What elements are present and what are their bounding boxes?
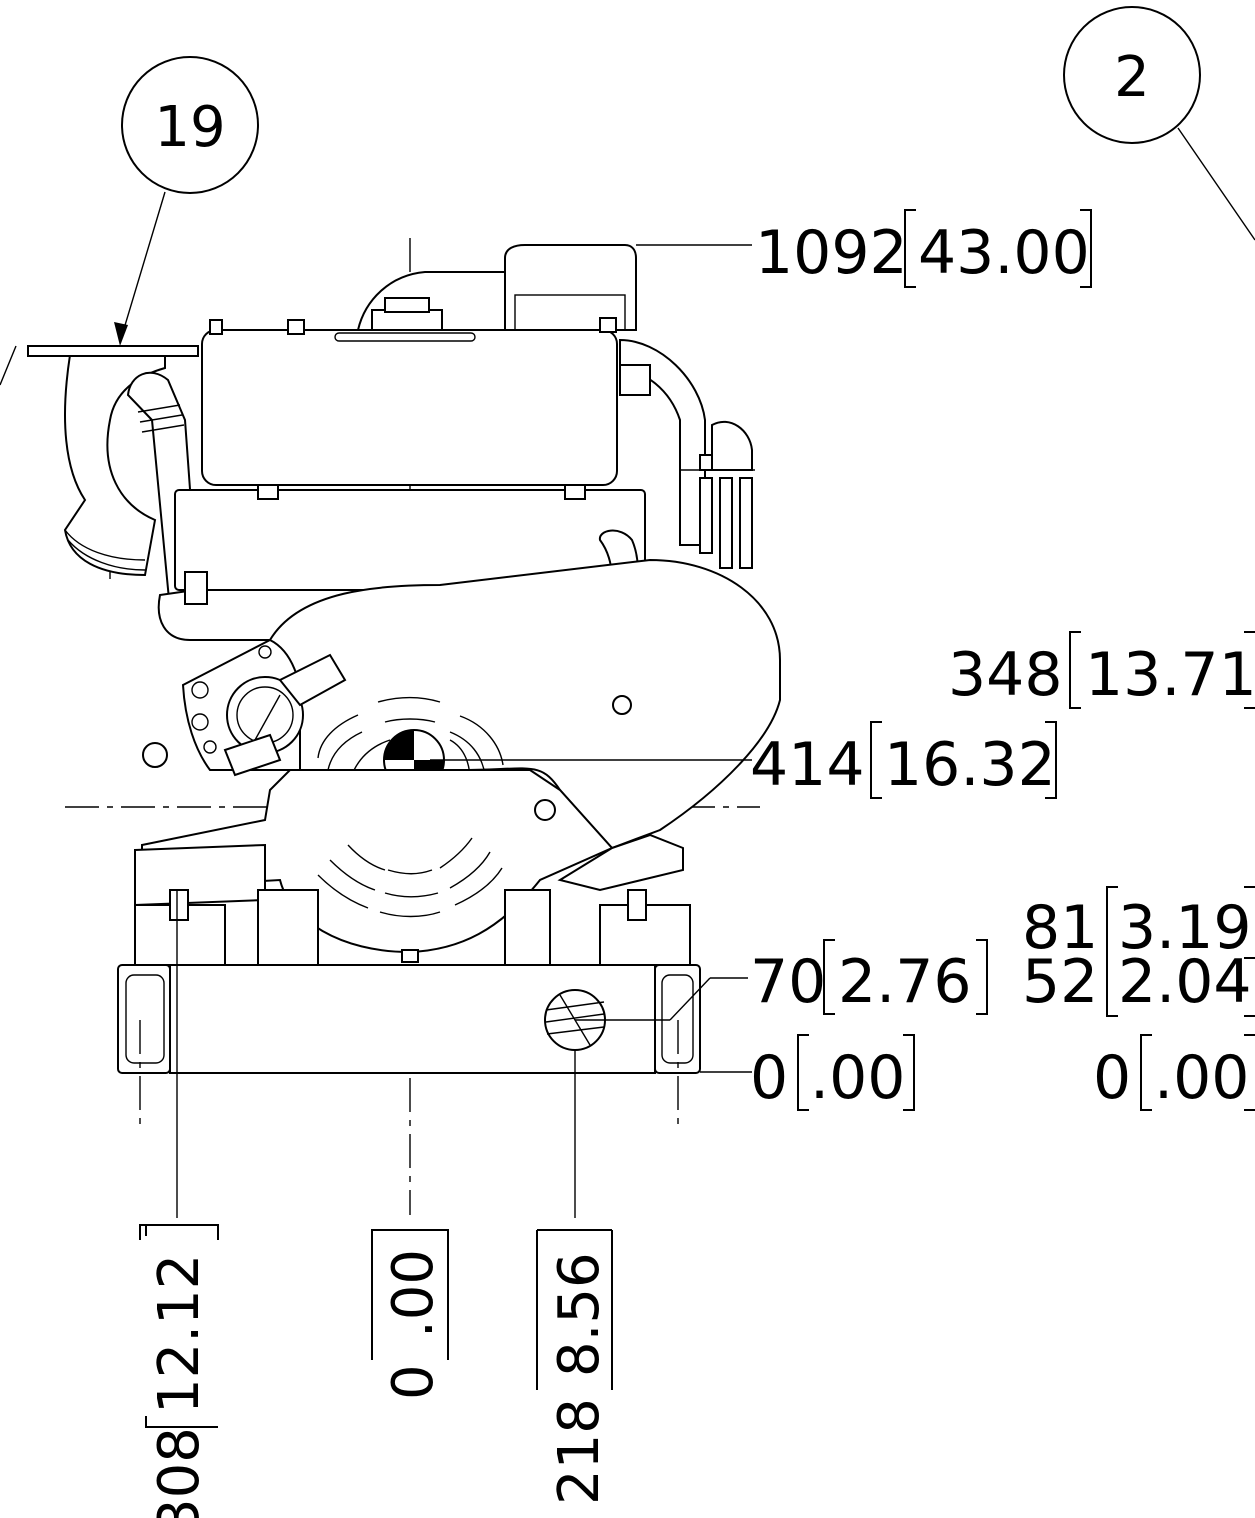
upper-tank [201,329,618,486]
dimension-414: 414 16.32 [750,721,1057,800]
dimension-348: 348 13.71 [948,631,1255,710]
balloon-19: 19 [114,56,259,346]
dimension-base-zero: 0 .00 [750,1034,915,1113]
svg-text:348: 348 [948,640,1063,710]
svg-text:.00: .00 [1154,1043,1249,1113]
svg-text:52: 52 [1022,947,1098,1017]
dimension-1092: 1092 43.00 [755,209,1092,288]
air-intake-elbow [63,354,166,577]
svg-text:0: 0 [1093,1043,1131,1113]
engine-outline [0,244,781,1125]
svg-text:70: 70 [750,947,826,1017]
svg-text:0: 0 [750,1043,788,1113]
svg-text:12.12: 12.12 [147,1254,212,1414]
base-rail-left [117,964,171,1074]
dimension-leaders [176,244,752,1218]
svg-text:2.76: 2.76 [838,947,972,1017]
dimension-52: 52 2.04 [1022,947,1255,1017]
balloon-2: 2 [1063,6,1255,241]
svg-text:218: 218 [547,1398,612,1505]
svg-text:3.19: 3.19 [1118,893,1252,963]
svg-text:.00: .00 [381,1249,446,1338]
dimension-81: 81 3.19 [1022,886,1255,963]
svg-text:81: 81 [1022,893,1098,963]
svg-text:308: 308 [147,1427,212,1518]
dimension-center-zero: 0 .00 [381,1249,446,1400]
svg-text:.00: .00 [810,1043,905,1113]
svg-text:2: 2 [1114,45,1150,110]
svg-text:13.71: 13.71 [1085,640,1255,710]
exhaust-box [504,244,637,331]
raw-water-pump [142,638,347,777]
lower-vent-slots [317,837,503,918]
svg-text:19: 19 [154,95,225,160]
svg-text:1092: 1092 [755,218,908,288]
svg-text:2.04: 2.04 [1118,947,1252,1017]
svg-text:8.56: 8.56 [547,1252,612,1377]
svg-text:0: 0 [381,1364,446,1400]
base-rail-right [654,964,701,1074]
intake-bracket [27,345,199,357]
svg-text:43.00: 43.00 [918,218,1090,288]
dimension-308: 308 12.12 [145,1224,218,1518]
svg-text:16.32: 16.32 [884,730,1056,800]
dimension-right-zero: 0 .00 [1093,1034,1255,1113]
dimension-70: 70 2.76 [750,939,988,1017]
dimension-218: 218 8.56 [547,1252,612,1505]
svg-text:414: 414 [750,730,865,800]
